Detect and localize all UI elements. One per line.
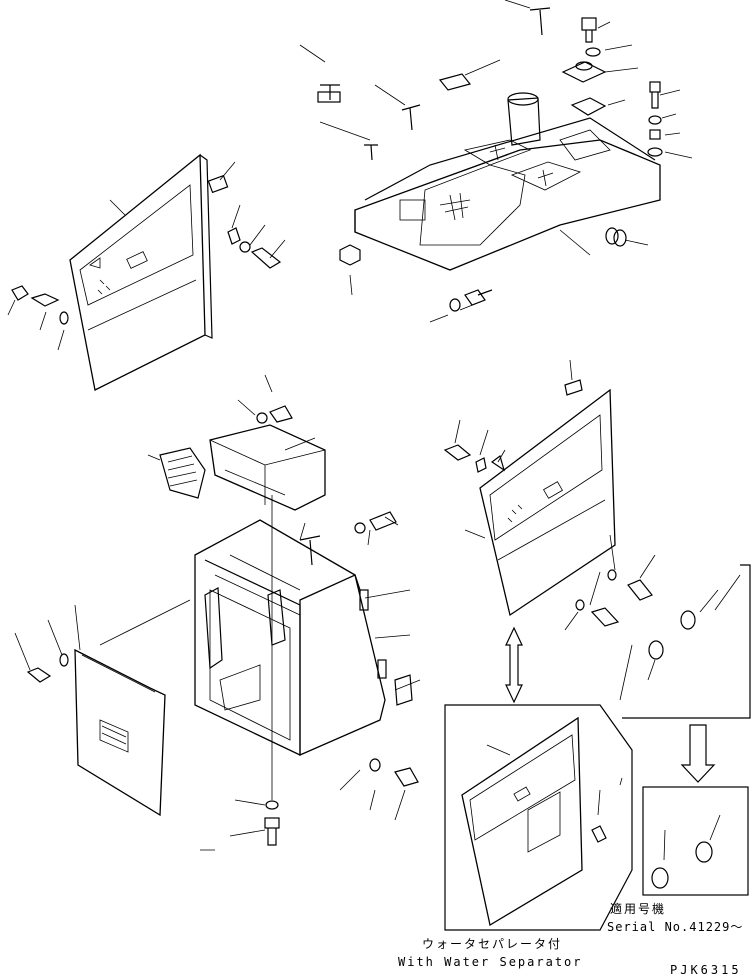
- center-bottom-fasteners: [264, 495, 280, 846]
- water-separator-caption-jp: ウォータセパレータ付: [422, 937, 563, 951]
- applicable-serial-caption-jp: 適用号機: [610, 902, 667, 916]
- down-arrow: [680, 724, 716, 783]
- top-hardware: [317, 7, 663, 312]
- air-duct-and-grille: [159, 405, 326, 511]
- serial-callout-frame: [622, 564, 751, 896]
- console-housing: [194, 519, 413, 756]
- right-console-hardware: [354, 511, 419, 787]
- water-separator-caption-en: With Water Separator: [398, 955, 583, 969]
- drawing-code: PJK6315: [670, 963, 742, 977]
- water-separator-callout-frame: [444, 704, 633, 931]
- upper-left-side-panel: [69, 153, 282, 391]
- floor-plate-assembly: [354, 92, 661, 271]
- double-arrow: [505, 626, 523, 704]
- upper-left-hardware: [11, 285, 69, 325]
- leader-lines: [7, 0, 741, 861]
- right-door-panel: [443, 379, 696, 660]
- serial-number-caption: Serial No.41229～: [607, 920, 744, 934]
- lower-left-side-panel: [26, 648, 166, 817]
